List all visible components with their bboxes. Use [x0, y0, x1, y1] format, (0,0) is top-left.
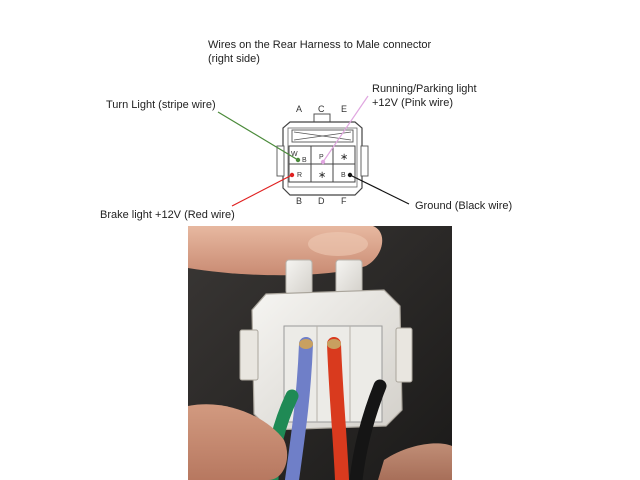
title-line-1: Wires on the Rear Harness to Male connec… — [208, 39, 432, 51]
wire-black — [349, 379, 387, 480]
pin-letter-c: C — [318, 104, 325, 114]
cell-f-code: B — [341, 172, 346, 179]
blue-wire-terminal — [299, 339, 313, 349]
brake-light-pointer — [231, 174, 293, 207]
connector-photo-drawing — [188, 226, 452, 480]
pin-letter-f: F — [341, 196, 347, 206]
finger-bottom — [188, 404, 288, 480]
turn-light-label: Turn Light (stripe wire) — [106, 99, 216, 111]
latch-cross-line-2 — [293, 131, 352, 141]
running-light-label: Running/Parking light +12V (Pink wire) — [372, 82, 477, 110]
connector-inner-outline — [287, 127, 358, 188]
turn-light-pointer — [217, 111, 299, 161]
pin-letter-e: E — [341, 104, 348, 114]
pin-letter-b: B — [296, 196, 303, 206]
photo-left-clip — [239, 329, 259, 381]
pin-letter-d: D — [318, 196, 325, 206]
cell-a-code-w: W — [291, 151, 298, 158]
brake-light-dot — [289, 172, 295, 178]
finger-bottom-right — [378, 443, 452, 480]
running-light-label-line-1: Running/Parking light — [372, 83, 477, 95]
turn-light-dot — [295, 157, 301, 163]
cell-d-code: ∗ — [318, 170, 326, 181]
photo-top-latch-left — [285, 259, 313, 295]
cell-b-code: R — [297, 172, 302, 179]
connector-right-clip — [360, 145, 369, 177]
connector-left-clip — [276, 145, 285, 177]
photo-top-latch-right — [335, 259, 363, 295]
connector-diagram: W B P ∗ R ∗ B — [217, 95, 410, 207]
cell-a-code-b: B — [302, 157, 307, 164]
cell-e-code: ∗ — [340, 152, 348, 163]
ground-pointer — [349, 174, 410, 205]
cell-c-code: P — [319, 154, 324, 161]
connector-photo — [188, 226, 452, 480]
wire-blue — [285, 337, 313, 480]
fingernail — [308, 232, 368, 256]
running-light-dot — [320, 159, 326, 165]
wire-red — [327, 337, 349, 480]
diagram-title: Wires on the Rear Harness to Male connec… — [208, 38, 431, 66]
title-line-2: (right side) — [208, 53, 260, 65]
pin-letter-a: A — [296, 104, 303, 114]
red-wire-terminal — [327, 339, 341, 349]
running-light-pointer — [322, 95, 369, 163]
brake-light-label: Brake light +12V (Red wire) — [100, 209, 235, 221]
photo-right-clip — [395, 327, 413, 383]
running-light-label-line-2: +12V (Pink wire) — [372, 97, 454, 109]
ground-label: Ground (Black wire) — [415, 200, 513, 212]
ground-dot — [347, 172, 353, 178]
